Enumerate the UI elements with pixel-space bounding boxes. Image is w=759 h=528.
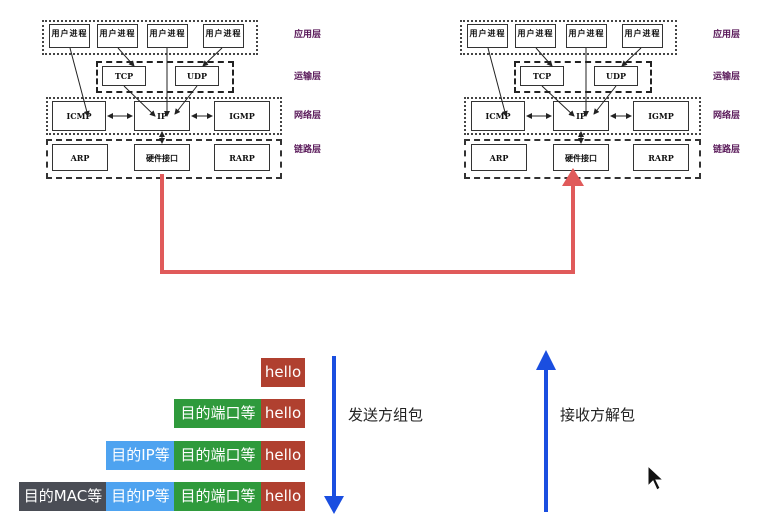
user-process-label: 用户进程 (51, 28, 88, 38)
user-process-box: 用户进程 (97, 24, 138, 48)
arp-box: ARP (52, 144, 108, 171)
igmp-box: IGMP (633, 101, 689, 131)
tcp-box: TCP (102, 66, 146, 86)
transport-layer-label: 运输层 (713, 72, 741, 82)
igmp-label: IGMP (648, 111, 674, 121)
port-header-tag: 目的端口等 (174, 482, 262, 511)
user-process-box: 用户进程 (515, 24, 556, 48)
user-process-box: 用户进程 (622, 24, 663, 48)
user-process-label: 用户进程 (149, 28, 186, 38)
ip-header-tag: 目的IP等 (106, 482, 175, 511)
udp-label: UDP (606, 71, 626, 81)
icmp-label: ICMP (485, 111, 511, 121)
icmp-box: ICMP (471, 101, 525, 131)
mac-header-tag: 目的MAC等 (19, 482, 107, 511)
receive-direction-label: 接收方解包 (560, 406, 636, 424)
rarp-label: RARP (648, 152, 674, 163)
hardware-interface-box: 硬件接口 (134, 144, 190, 171)
user-process-label: 用户进程 (205, 28, 242, 38)
arp-box: ARP (471, 144, 527, 171)
send-direction-arrow (324, 356, 344, 514)
receiver-connectors (487, 47, 642, 144)
tcp-label: TCP (114, 71, 134, 81)
link-layer-label: 链路层 (294, 145, 322, 155)
port-header-tag: 目的端口等 (174, 441, 262, 470)
hardware-interface-label: 硬件接口 (565, 152, 597, 163)
udp-box: UDP (175, 66, 219, 86)
transport-layer-label: 运输层 (294, 72, 322, 82)
user-process-box: 用户进程 (467, 24, 508, 48)
network-layer-label: 网络层 (713, 111, 741, 121)
network-layer-label: 网络层 (294, 111, 322, 121)
payload-tag: hello (261, 441, 305, 470)
ip-header-tag: 目的IP等 (106, 441, 175, 470)
transport-layer-frame (96, 61, 234, 93)
rarp-box: RARP (214, 144, 270, 171)
arp-label: ARP (70, 152, 90, 163)
link-layer-label: 链路层 (713, 145, 741, 155)
application-layer-label: 应用层 (294, 30, 322, 40)
receive-direction-arrow (536, 350, 556, 512)
application-layer-frame (460, 20, 677, 55)
arp-label: ARP (489, 152, 509, 163)
rarp-box: RARP (633, 144, 689, 171)
user-process-box: 用户进程 (49, 24, 90, 48)
application-layer-label: 应用层 (713, 30, 741, 40)
hardware-interface-box: 硬件接口 (553, 144, 609, 171)
send-direction-label: 发送方组包 (348, 406, 424, 424)
ip-label: IP (157, 111, 167, 121)
port-header-tag: 目的端口等 (174, 399, 262, 428)
icmp-box: ICMP (52, 101, 106, 131)
user-process-label: 用户进程 (624, 28, 661, 38)
rarp-label: RARP (229, 152, 255, 163)
hardware-interface-label: 硬件接口 (146, 152, 178, 163)
tcp-label: TCP (532, 71, 552, 81)
user-process-box: 用户进程 (147, 24, 188, 48)
sender-connectors (69, 47, 223, 144)
igmp-label: IGMP (229, 111, 255, 121)
udp-box: UDP (594, 66, 638, 86)
user-process-label: 用户进程 (469, 28, 506, 38)
payload-tag: hello (261, 358, 305, 387)
payload-tag: hello (261, 482, 305, 511)
application-layer-frame (42, 20, 258, 55)
user-process-label: 用户进程 (517, 28, 554, 38)
igmp-box: IGMP (214, 101, 270, 131)
udp-label: UDP (187, 71, 207, 81)
tcp-box: TCP (520, 66, 564, 86)
cursor-icon (647, 464, 665, 491)
icmp-label: ICMP (66, 111, 92, 121)
physical-wire (160, 168, 584, 274)
transport-layer-frame (514, 61, 652, 93)
ip-label: IP (576, 111, 586, 121)
payload-tag: hello (261, 399, 305, 428)
user-process-label: 用户进程 (99, 28, 136, 38)
user-process-box: 用户进程 (203, 24, 244, 48)
user-process-label: 用户进程 (568, 28, 605, 38)
user-process-box: 用户进程 (566, 24, 607, 48)
